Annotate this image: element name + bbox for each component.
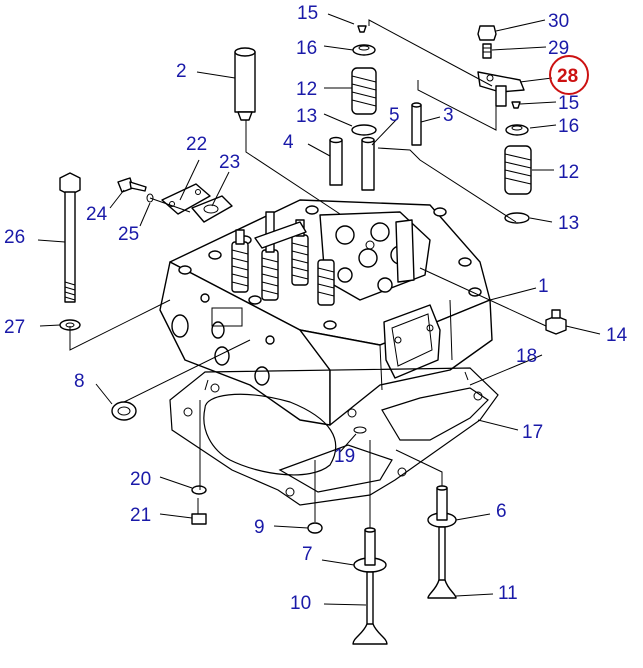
- leader-lines: [37, 13, 601, 606]
- label-part-11[interactable]: 11: [498, 583, 518, 604]
- spring-seat-b: [504, 212, 530, 224]
- valve-guide-b: [361, 136, 375, 191]
- label-part-3[interactable]: 3: [443, 105, 454, 126]
- label-part-23[interactable]: 23: [219, 152, 240, 173]
- spring-retainer-b: [505, 124, 529, 136]
- installed-springs: [231, 211, 415, 306]
- locknut: [477, 25, 497, 41]
- label-part-7[interactable]: 7: [302, 544, 313, 565]
- cylinder-head: [159, 199, 493, 426]
- label-part-19[interactable]: 19: [334, 446, 355, 467]
- pushrod: [411, 102, 422, 146]
- label-part-28[interactable]: 28: [557, 66, 578, 87]
- valve-spring-a: [351, 67, 377, 115]
- label-part-18[interactable]: 18: [516, 346, 537, 367]
- highlight-callout-28[interactable]: 28: [549, 55, 589, 95]
- nozzle-sleeve: [234, 47, 256, 121]
- label-part-2[interactable]: 2: [176, 61, 187, 82]
- valve-guide-a: [329, 136, 343, 186]
- head-gasket: [169, 367, 499, 506]
- seal-washer: [191, 485, 207, 495]
- valve-seat-insert-7: [353, 527, 387, 573]
- label-part-17[interactable]: 17: [522, 422, 543, 443]
- label-part-6[interactable]: 6: [496, 501, 507, 522]
- small-plug: [191, 513, 207, 525]
- dowel-pin: [307, 522, 323, 534]
- label-part-20[interactable]: 20: [130, 469, 151, 490]
- expansion-plug: [111, 401, 137, 421]
- head-bolt: [59, 172, 81, 303]
- part-labels: 15 16 2 12 13 5 3 4 30 29 28 15 16 12 13…: [4, 3, 628, 614]
- o-ring: [353, 426, 367, 434]
- label-part-1[interactable]: 1: [538, 276, 549, 297]
- intake-valve: [352, 571, 388, 645]
- valve-cotter-a: [357, 25, 367, 33]
- cover-washer: [146, 193, 154, 203]
- label-part-4[interactable]: 4: [283, 132, 294, 153]
- label-part-22[interactable]: 22: [186, 134, 207, 155]
- label-part-16-lower[interactable]: 16: [558, 116, 579, 137]
- crosshead: [477, 71, 525, 107]
- plug: [545, 309, 567, 335]
- valve-cotter-b: [511, 101, 521, 109]
- label-part-21[interactable]: 21: [130, 505, 151, 526]
- label-part-26[interactable]: 26: [4, 227, 25, 248]
- valve-seat-insert-6: [427, 485, 457, 528]
- spring-seat-a: [351, 124, 377, 136]
- label-part-30[interactable]: 30: [548, 11, 569, 32]
- cover-gasket: [191, 195, 233, 223]
- label-part-29[interactable]: 29: [548, 38, 569, 59]
- label-part-13-upper[interactable]: 13: [296, 106, 317, 127]
- spring-retainer-a: [352, 44, 376, 56]
- valve-spring-b: [504, 145, 532, 195]
- label-part-25[interactable]: 25: [118, 224, 139, 245]
- exhaust-valve: [427, 526, 457, 599]
- label-part-27[interactable]: 27: [4, 317, 25, 338]
- label-part-15-upper[interactable]: 15: [297, 3, 318, 24]
- label-part-9[interactable]: 9: [254, 517, 265, 538]
- cover-bolt: [117, 177, 147, 193]
- label-part-5[interactable]: 5: [389, 105, 400, 126]
- adjusting-screw: [482, 43, 492, 59]
- label-part-12-upper[interactable]: 12: [296, 79, 317, 100]
- label-part-14[interactable]: 14: [606, 325, 628, 346]
- label-part-15-lower[interactable]: 15: [558, 93, 579, 114]
- label-part-16-upper[interactable]: 16: [296, 38, 317, 59]
- label-part-8[interactable]: 8: [74, 371, 85, 392]
- label-part-10[interactable]: 10: [290, 593, 311, 614]
- label-part-13-lower[interactable]: 13: [558, 213, 579, 234]
- label-part-24[interactable]: 24: [86, 204, 108, 225]
- label-part-12-lower[interactable]: 12: [558, 162, 579, 183]
